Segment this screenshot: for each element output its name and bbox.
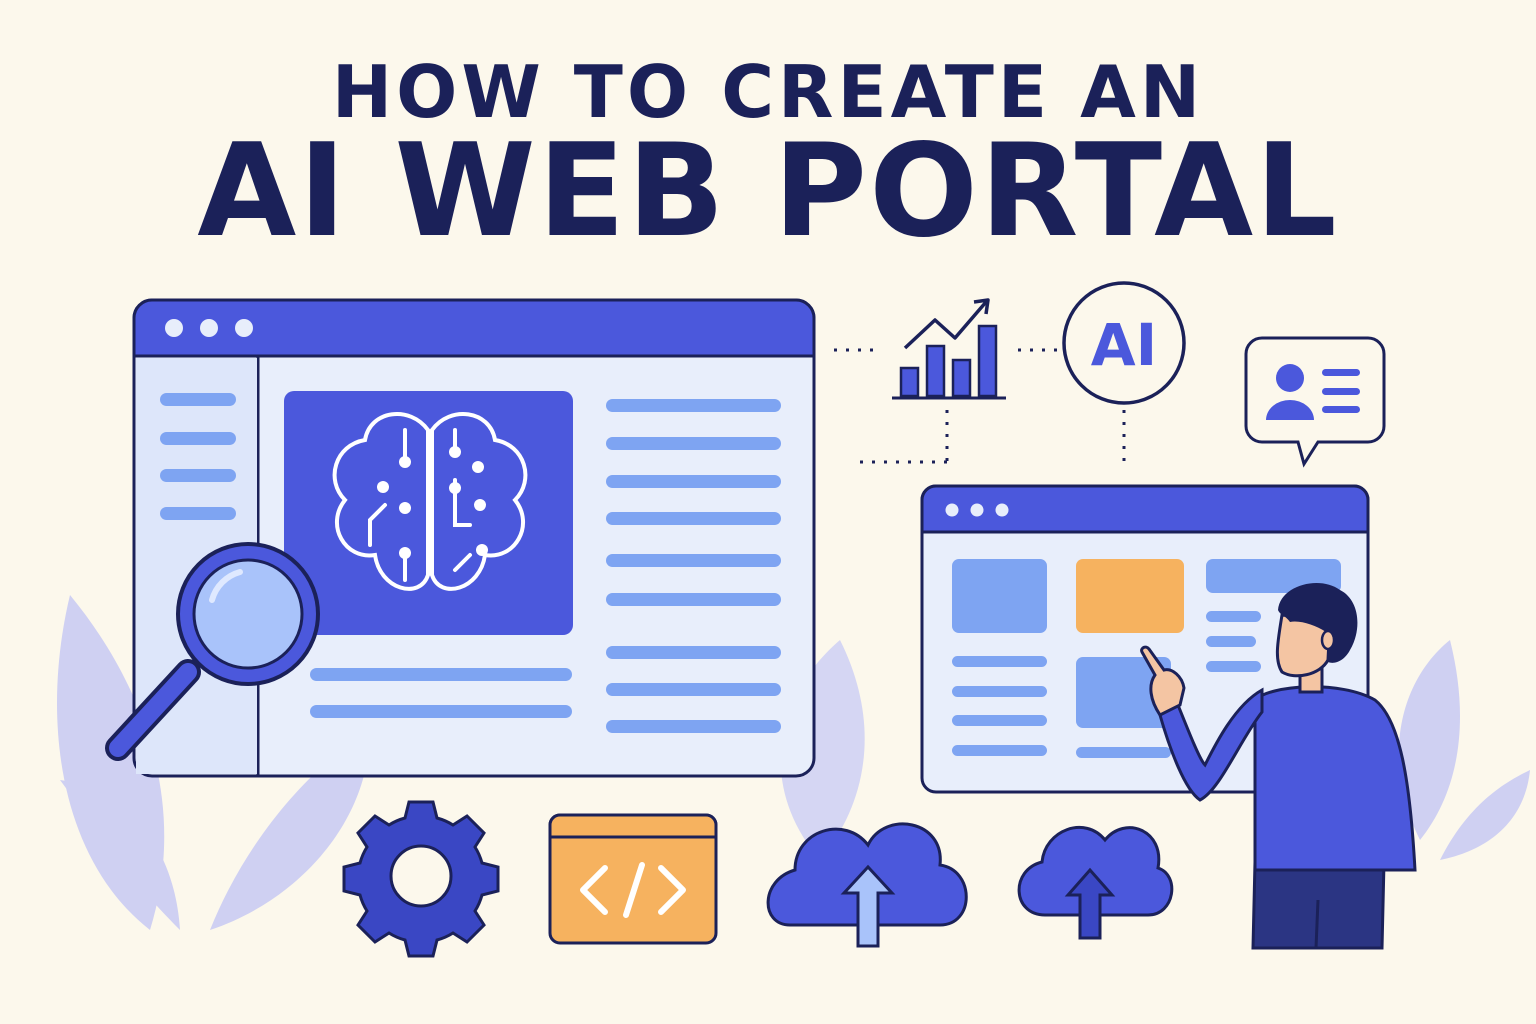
leaves-right <box>1398 640 1530 860</box>
card-blue-small <box>1076 657 1171 728</box>
person-illustration <box>1140 582 1417 950</box>
browser-title-bar <box>132 298 816 358</box>
brain-nodes <box>377 446 488 559</box>
main-browser-window <box>132 298 816 778</box>
magnifier-icon <box>105 542 320 761</box>
content-lines <box>310 399 781 733</box>
gear-icon <box>342 800 500 958</box>
card-orange <box>1076 559 1184 633</box>
user-card-chat-icon <box>1244 336 1386 468</box>
bar-chart-icon <box>892 298 1006 400</box>
ai-badge-label: AI <box>1091 311 1157 379</box>
sidebar-lines <box>160 393 236 520</box>
title-line-1: HOW TO CREATE AN <box>331 50 1205 134</box>
cloud-upload-small-icon <box>1017 825 1174 940</box>
window-dot <box>165 319 183 337</box>
leaves-left <box>56 595 370 930</box>
secondary-lines <box>952 611 1261 758</box>
ai-badge-icon: AI <box>1062 281 1186 405</box>
code-window-icon <box>548 813 718 945</box>
cloud-upload-icon <box>766 822 968 948</box>
window-dot <box>235 319 253 337</box>
window-dot <box>200 319 218 337</box>
secondary-title-bar <box>920 484 1370 534</box>
page-title: AI WEB PORTAL <box>197 117 1339 266</box>
dotted-connectors <box>834 348 1126 470</box>
card-blue <box>952 559 1047 633</box>
